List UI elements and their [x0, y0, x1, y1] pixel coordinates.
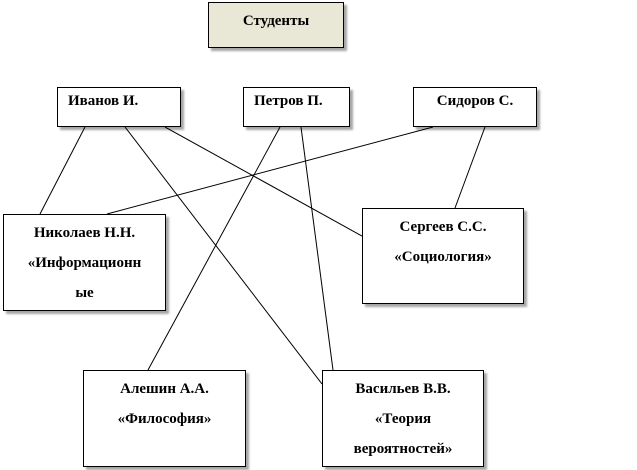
course-line-sergeev-1: «Социология» [394, 249, 492, 265]
course-line-vasiliev-2: вероятностей» [353, 441, 453, 457]
course-line-aleshin-1: «Философия» [117, 411, 212, 427]
link-sidorov-nikolaev [106, 126, 434, 215]
student-box-ivanov: Иванов И. [57, 87, 181, 127]
teacher-name-sergeev: Сергеев С.С. [399, 219, 487, 235]
link-ivanov-nikolaev [39, 126, 86, 215]
student-box-petrov: Петров П. [243, 87, 350, 127]
course-line-vasiliev-1: «Теория [374, 411, 432, 427]
teacher-box-sergeev: Сергеев С.С. «Социология» [362, 208, 524, 304]
teacher-name-vasiliev: Васильев В.В. [355, 381, 451, 397]
course-line-nikolaev-1: «Информационн [27, 255, 142, 271]
link-petrov-aleshin [147, 126, 281, 371]
teacher-box-vasiliev: Васильев В.В. «Теория вероятностей» [322, 370, 484, 467]
link-ivanov-vasiliev [124, 126, 323, 385]
student-box-sidorov: Сидоров С. [413, 87, 537, 127]
link-petrov-vasiliev [300, 126, 334, 371]
student-label-ivanov: Иванов И. [68, 93, 139, 109]
link-sidorov-sergeev [454, 126, 486, 209]
teacher-box-nikolaev: Николаев Н.Н. «Информационн ые [3, 214, 166, 311]
teacher-name-aleshin: Алешин А.А. [120, 381, 209, 397]
course-line-nikolaev-2: ые [75, 285, 94, 301]
student-label-petrov: Петров П. [254, 93, 323, 109]
teacher-box-aleshin: Алешин А.А. «Философия» [83, 370, 246, 467]
title-box: Студенты [208, 2, 344, 48]
student-label-sidorov: Сидоров С. [436, 93, 514, 109]
teacher-name-nikolaev: Николаев Н.Н. [33, 225, 136, 241]
link-ivanov-sergeev [164, 126, 363, 237]
title-label: Студенты [242, 13, 310, 29]
